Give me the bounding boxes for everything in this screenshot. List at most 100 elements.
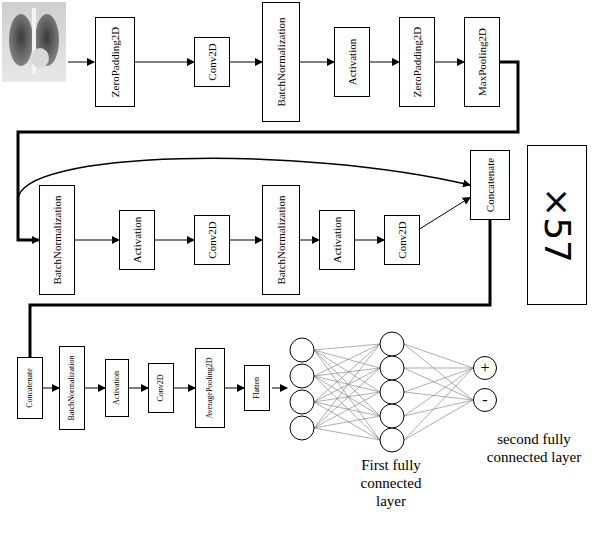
flow-arrow: [420, 198, 470, 229]
net-link: [314, 376, 380, 392]
flow-arrow: [230, 240, 262, 241]
output-neuron: -: [473, 388, 497, 412]
layer-name: BatchNormalization: [276, 17, 287, 106]
net-link: [404, 344, 473, 400]
neuron: [380, 428, 404, 452]
net-link: [314, 402, 380, 416]
layer-box: Conv2D: [148, 363, 174, 413]
layer-name: Activation: [332, 217, 343, 263]
layer-name: Activation: [113, 371, 121, 405]
neuron: [290, 338, 314, 362]
layer-box: BatchNormalization: [59, 346, 85, 430]
flow-arrow: [230, 62, 262, 63]
layer-name: Activation: [347, 39, 358, 85]
net-link: [314, 428, 380, 440]
net-link: [404, 400, 473, 440]
layer-box: Conv2D: [384, 215, 420, 265]
layer-name: Concatenate: [26, 368, 34, 408]
layer-box: AveragePooling2D: [195, 348, 225, 428]
layer-name: BatchNormalization: [276, 195, 287, 284]
neuron: [380, 380, 404, 404]
net-link: [404, 368, 473, 400]
flow-arrow: [43, 388, 59, 389]
flow-arrow: [85, 388, 105, 389]
net-link: [314, 368, 380, 402]
layer-box: Flatten: [244, 365, 270, 411]
layer-name: BatchNormalization: [52, 195, 63, 284]
layer-box: BatchNormalization: [262, 2, 300, 122]
layer-name: Conv2D: [207, 43, 218, 80]
net-link: [314, 368, 380, 428]
neural-net: [290, 332, 473, 452]
flow-arrow: [135, 62, 194, 63]
layer-name: Flatten: [253, 377, 261, 399]
layer-box: ZeroPadding2D: [95, 17, 135, 107]
net-link: [404, 368, 473, 440]
net-link: [314, 416, 380, 428]
layer-name: AveragePooling2D: [206, 357, 214, 418]
layer-box: Conv2D: [194, 37, 230, 87]
layer-box: BatchNormalization: [262, 185, 300, 295]
layer-name: +: [480, 360, 489, 376]
layer-box: MaxPooling2D: [464, 17, 500, 107]
layer-box: Activation: [119, 210, 155, 270]
layer-name: ×57: [539, 187, 575, 263]
layer-name: Conv2D: [207, 221, 218, 258]
layer-name: MaxPooling2D: [477, 28, 488, 96]
output-neuron: +: [473, 356, 497, 380]
flow-arrow: [300, 62, 334, 63]
net-link: [404, 344, 473, 368]
layer-box: Concatenate: [17, 357, 43, 419]
net-link: [404, 400, 473, 416]
layer-name: Conv2D: [397, 221, 408, 258]
flow-arrow: [355, 240, 384, 241]
flow-arrow: [174, 388, 195, 389]
neuron: [290, 416, 314, 440]
flow-arrow: [30, 220, 490, 357]
neuron: [290, 390, 314, 414]
neuron: [380, 404, 404, 428]
chest-xray: [2, 2, 66, 82]
net-link: [314, 344, 380, 428]
net-link: [314, 392, 380, 428]
layer-name: Concatenate: [485, 158, 496, 212]
layer-name: Conv2D: [157, 374, 165, 401]
layer-label: second fully connected layer: [482, 430, 586, 466]
layer-name: Activation: [132, 217, 143, 263]
net-link: [314, 350, 380, 440]
neuron: [290, 364, 314, 388]
net-link: [404, 368, 473, 369]
net-link: [404, 368, 473, 392]
net-link: [314, 344, 380, 402]
layer-name: BatchNormalization: [68, 356, 76, 421]
net-link: [314, 402, 380, 440]
flow-arrow: [370, 62, 399, 63]
flatten-arrow: [272, 388, 287, 389]
net-link: [314, 344, 380, 376]
neuron: [380, 332, 404, 356]
flow-arrow: [300, 240, 319, 241]
layer-name: ZeroPadding2D: [110, 27, 121, 97]
layer-box: Activation: [105, 359, 129, 417]
input-arrow: [68, 62, 94, 63]
net-link: [314, 392, 380, 402]
layer-box: Activation: [334, 27, 370, 97]
layer-box: Concatenate: [470, 150, 510, 220]
net-link: [404, 392, 473, 400]
flow-arrow: [225, 388, 244, 389]
flow-arrow: [75, 240, 119, 241]
flow-arrow: [155, 240, 194, 241]
neuron: [380, 356, 404, 380]
net-link: [314, 368, 380, 376]
repeat-box: ×57: [527, 145, 587, 305]
layer-box: ZeroPadding2D: [399, 17, 435, 107]
net-link: [404, 368, 473, 416]
flow-arrow: [435, 62, 464, 63]
flow-arrow: [129, 388, 148, 389]
layer-box: Activation: [319, 210, 355, 270]
layer-name: ZeroPadding2D: [412, 27, 423, 97]
layer-box: Conv2D: [194, 215, 230, 265]
layer-name: -: [482, 392, 487, 408]
layer-label: First fully connected layer: [344, 456, 438, 510]
layer-box: BatchNormalization: [39, 185, 75, 295]
